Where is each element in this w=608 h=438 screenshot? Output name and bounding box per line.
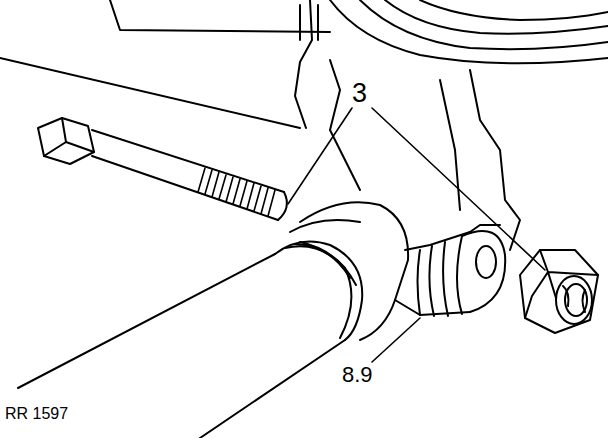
callout-number: 3 <box>352 80 367 107</box>
callout-number: 8.9 <box>342 364 373 386</box>
leader-lines <box>288 108 545 362</box>
tube <box>18 242 362 438</box>
nut <box>520 250 598 333</box>
bolt <box>38 118 287 220</box>
figure-reference: RR 1597 <box>5 406 68 422</box>
eye-joint <box>290 202 505 340</box>
housing <box>0 0 608 250</box>
